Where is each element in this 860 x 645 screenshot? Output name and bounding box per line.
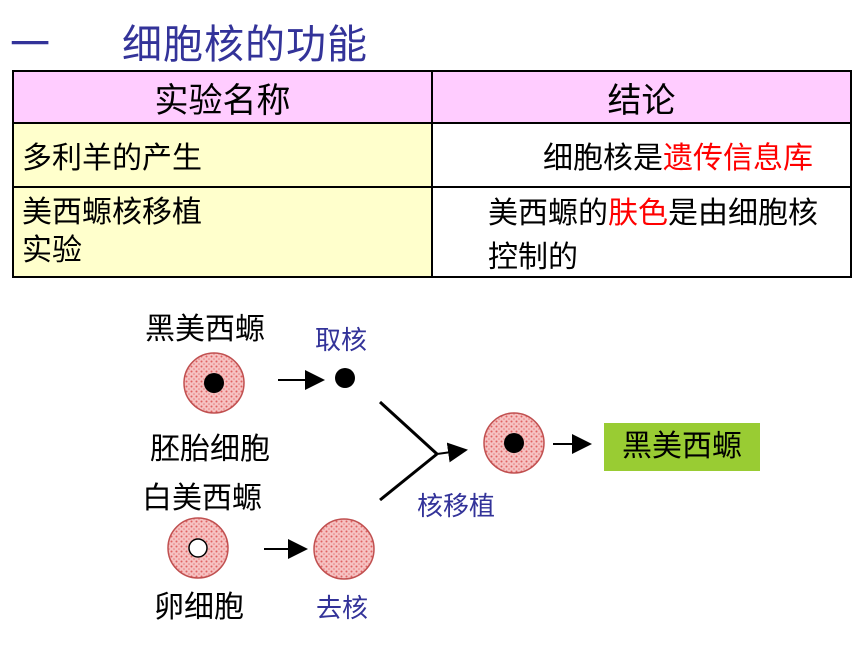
enucleated-egg-cell bbox=[313, 518, 375, 580]
page-title: 细胞核的功能 bbox=[122, 22, 368, 68]
experiment-conclusion: 细胞核是遗传信息库 bbox=[431, 122, 852, 188]
nucleus-icon bbox=[188, 538, 208, 558]
conclusion-text: 是由细胞核控制的 bbox=[488, 196, 818, 275]
black-axolotl-label: 黑美西螈 bbox=[145, 312, 265, 347]
table-row: 美西螈核移植 实验 美西螈的肤色是由细胞核控制的 bbox=[12, 186, 852, 278]
nucleus-icon bbox=[204, 373, 224, 393]
take-nucleus-label: 取核 bbox=[315, 326, 368, 356]
section-number: 一 bbox=[10, 22, 50, 68]
experiment-conclusion: 美西螈的肤色是由细胞核控制的 bbox=[431, 186, 852, 278]
extracted-nucleus-icon bbox=[335, 368, 355, 388]
embryo-cell bbox=[183, 352, 245, 414]
header-conclusion: 结论 bbox=[431, 70, 852, 124]
reconstructed-cell bbox=[483, 412, 545, 474]
header-experiment-name: 实验名称 bbox=[12, 70, 433, 124]
merge-line-icon bbox=[379, 452, 438, 502]
table-header-row: 实验名称 结论 bbox=[12, 70, 852, 124]
white-axolotl-label: 白美西螈 bbox=[142, 481, 262, 516]
conclusion-text: 细胞核是 bbox=[543, 141, 663, 176]
table-row: 多利羊的产生 细胞核是遗传信息库 bbox=[12, 122, 852, 188]
egg-cell-label: 卵细胞 bbox=[154, 590, 244, 625]
conclusion-text: 美西螈的 bbox=[488, 196, 608, 231]
conclusion-highlight: 肤色 bbox=[608, 196, 668, 231]
experiment-name: 美西螈核移植 实验 bbox=[12, 186, 433, 278]
remove-nucleus-label: 去核 bbox=[316, 594, 369, 624]
merge-line-icon bbox=[378, 400, 439, 456]
embryo-cell-label: 胚胎细胞 bbox=[150, 432, 270, 467]
result-label: 黑美西螈 bbox=[604, 423, 760, 471]
experiment-name-line: 实验 bbox=[22, 233, 82, 268]
egg-cell bbox=[167, 517, 229, 579]
experiment-table: 实验名称 结论 多利羊的产生 细胞核是遗传信息库 美西螈核移植 实验 美西螈的肤… bbox=[12, 70, 852, 278]
nuclear-transfer-label: 核移植 bbox=[417, 492, 496, 522]
conclusion-highlight: 遗传信息库 bbox=[663, 141, 813, 176]
arrow-icon bbox=[436, 442, 468, 463]
experiment-name-line: 美西螈核移植 bbox=[22, 195, 202, 230]
experiment-name: 多利羊的产生 bbox=[12, 122, 433, 188]
nucleus-icon bbox=[504, 433, 524, 453]
